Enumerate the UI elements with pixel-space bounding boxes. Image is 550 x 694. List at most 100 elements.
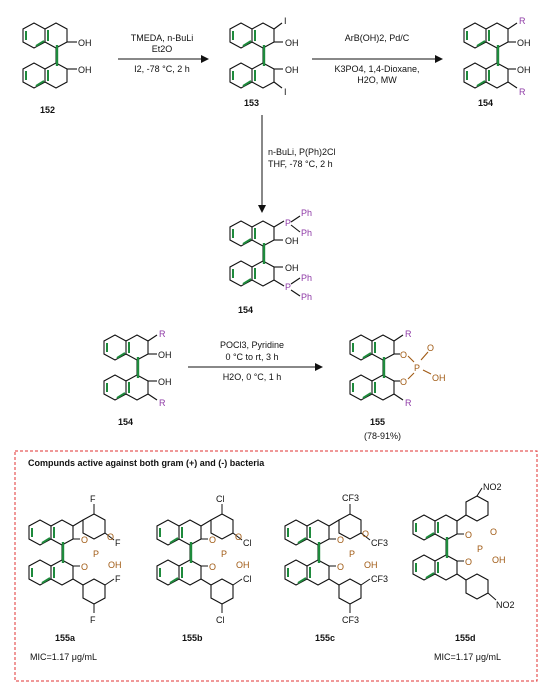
o-155c-2: O: [337, 562, 344, 572]
molecule-152: [21, 21, 77, 90]
chloro-155b-2: Cl: [243, 538, 252, 548]
r-label-154-left-bottom: R: [159, 398, 166, 408]
chloro-155b-4: Cl: [216, 615, 225, 625]
o-155a-2: O: [81, 562, 88, 572]
compound-153-label: 153: [244, 98, 259, 108]
compound-155b-label: 155b: [182, 633, 203, 643]
o-155c-3: O: [362, 529, 369, 539]
compound-155d-label: 155d: [455, 633, 476, 643]
fluoro-155a-2: F: [115, 538, 121, 548]
compound-155-yield: (78-91%): [364, 431, 401, 441]
o-label-155-double: O: [427, 343, 434, 353]
oh-label-153-bottom: OH: [285, 65, 299, 75]
p-155c: P: [349, 549, 355, 559]
r-label-154-left-top: R: [159, 329, 166, 339]
oh-155d: OH: [492, 555, 506, 565]
ph-label-4: Ph: [301, 292, 312, 302]
oh-155b: OH: [236, 560, 250, 570]
compound-154-label-left: 154: [118, 417, 133, 427]
oh-label-154-left-1: OH: [158, 350, 172, 360]
molecule-155d: [411, 487, 497, 601]
oh-label-154-left-2: OH: [158, 377, 172, 387]
oh-155c: OH: [364, 560, 378, 570]
iodo-label-bottom: I: [284, 87, 287, 97]
molecule-155: [348, 333, 432, 402]
mic-155a: MIC=1.17 μg/mL: [30, 652, 97, 662]
o-155a-3: O: [107, 532, 114, 542]
phosphorus-bottom: P: [285, 282, 291, 292]
molecule-155b: [155, 504, 243, 613]
molecule-154-left: [102, 333, 158, 402]
step4-reagent-2: 0 °C to rt, 3 h: [225, 352, 278, 362]
ph-label-3: Ph: [301, 273, 312, 283]
r-label-154-top: R: [519, 16, 526, 26]
o-155a-1: O: [81, 535, 88, 545]
o-155d-1: O: [465, 530, 472, 540]
step4-reagent-1: POCl3, Pyridine: [220, 340, 284, 350]
molecule-153: [228, 21, 283, 90]
chloro-155b-1: Cl: [216, 494, 225, 504]
no2-155d-2: NO2: [496, 600, 515, 610]
oh-label-153-top: OH: [285, 38, 299, 48]
ph-label-2: Ph: [301, 228, 312, 238]
o-155b-2: O: [209, 562, 216, 572]
step1-reagent-2: Et2O: [152, 44, 173, 54]
fluoro-155a-1: F: [90, 494, 96, 504]
oh-label-154-top-2: OH: [517, 65, 531, 75]
p-label-155: P: [414, 363, 420, 373]
compound-155a-label: 155a: [55, 633, 76, 643]
o-155d-3: O: [490, 527, 497, 537]
oh-label-phosphine-1: OH: [285, 236, 299, 246]
cf3-155c-1: CF3: [342, 493, 359, 503]
cf3-155c-2: CF3: [371, 538, 388, 548]
r-label-154-bottom: R: [519, 87, 526, 97]
o-label-155-bottom: O: [400, 377, 407, 387]
oh-label-152-bottom: OH: [78, 65, 92, 75]
o-155b-3: O: [235, 532, 242, 542]
compound-155c-label: 155c: [315, 633, 335, 643]
no2-155d-1: NO2: [483, 482, 502, 492]
oh-label-154-top-1: OH: [517, 38, 531, 48]
compound-155-label: 155: [370, 417, 385, 427]
cf3-155c-3: CF3: [371, 574, 388, 584]
step1-reagent-1: TMEDA, n-BuLi: [131, 33, 194, 43]
step2-reagent-1: ArB(OH)2, Pd/C: [345, 33, 410, 43]
molecule-155a: [27, 504, 115, 613]
step3-conditions: THF, -78 °C, 2 h: [268, 159, 333, 169]
step2-conditions: H2O, MW: [357, 75, 397, 85]
r-label-155-top: R: [405, 329, 412, 339]
p-155b: P: [221, 549, 227, 559]
compound-154-label-mid: 154: [238, 305, 253, 315]
step3-reagent: n-BuLi, P(Ph)2Cl: [268, 147, 336, 157]
fluoro-155a-4: F: [90, 615, 96, 625]
o-155d-2: O: [465, 557, 472, 567]
o-label-155-top: O: [400, 350, 407, 360]
molecule-154-top: [462, 21, 518, 90]
active-compounds-panel: [14, 450, 538, 682]
panel-title: Compunds active against both gram (+) an…: [28, 458, 265, 468]
phosphorus-top: P: [285, 218, 291, 228]
mic-155d: MIC=1.17 μg/mL: [434, 652, 501, 662]
step1-conditions: I2, -78 °C, 2 h: [134, 64, 190, 74]
p-155a: P: [93, 549, 99, 559]
iodo-label-top: I: [284, 16, 287, 26]
step2-reagent-2: K3PO4, 1,4-Dioxane,: [334, 64, 419, 74]
o-155c-1: O: [337, 535, 344, 545]
fluoro-155a-3: F: [115, 574, 121, 584]
o-155b-1: O: [209, 535, 216, 545]
ph-label-1: Ph: [301, 208, 312, 218]
p-155d: P: [477, 544, 483, 554]
molecule-154-phosphine: [228, 215, 301, 297]
oh-label-phosphine-2: OH: [285, 263, 299, 273]
compound-152-label: 152: [40, 105, 55, 115]
compound-154-label-top: 154: [478, 98, 493, 108]
r-label-155-bottom: R: [405, 398, 412, 408]
step4-conditions: H2O, 0 °C, 1 h: [223, 372, 282, 382]
oh-label-155: OH: [432, 373, 446, 383]
oh-label-152-top: OH: [78, 38, 92, 48]
molecule-155c: [283, 504, 371, 613]
chloro-155b-3: Cl: [243, 574, 252, 584]
cf3-155c-4: CF3: [342, 615, 359, 625]
